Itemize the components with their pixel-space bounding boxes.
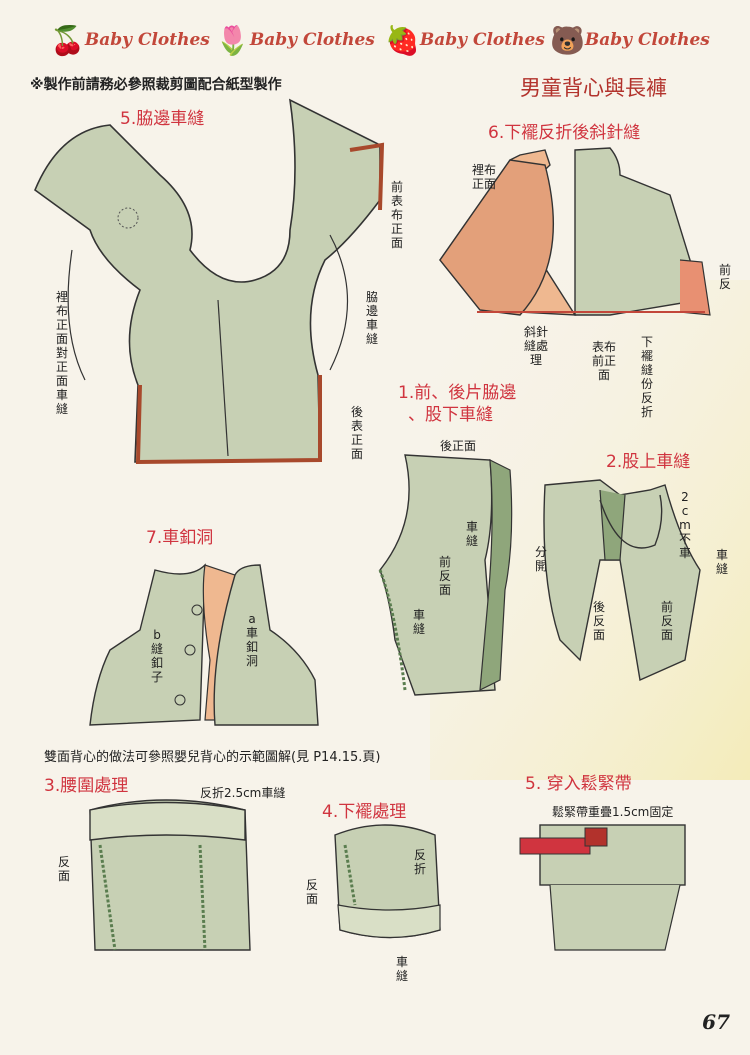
pants-step3-label-reverse: 反面 bbox=[57, 855, 70, 883]
footer-note: 雙面背心的做法可參照嬰兒背心的示範圖解(見 P14.15.頁) bbox=[44, 750, 381, 765]
bear-icon: 🐻 bbox=[550, 23, 585, 57]
banner-text: Baby Clothes bbox=[419, 30, 545, 50]
banner-text: Baby Clothes bbox=[249, 30, 375, 50]
step6-label-lining: 裡布正面 bbox=[471, 163, 496, 191]
step7-label-buttonhole: a車釦洞 bbox=[245, 612, 258, 668]
pants-step2-label-split: 分開 bbox=[534, 545, 547, 573]
step5-label-back: 後表正面 bbox=[350, 405, 363, 461]
figure-step5-vest bbox=[34, 98, 385, 465]
pants-step4-label-fold: 反折 bbox=[413, 848, 426, 876]
banner-item-4: 🐻 Baby Clothes bbox=[550, 16, 710, 64]
figure-step3-waist bbox=[89, 799, 251, 951]
step6-title: 6.下襬反折後斜針縫 bbox=[488, 123, 641, 143]
banner-text: Baby Clothes bbox=[84, 30, 210, 50]
page-title: 男童背心與長褲 bbox=[520, 76, 667, 100]
step5-label-front: 前表布正面 bbox=[390, 180, 403, 250]
step6-label-front-reverse: 前反 bbox=[718, 263, 731, 291]
figure-pants-step1 bbox=[378, 454, 513, 696]
banner-item-2: 🌷 Baby Clothes bbox=[215, 16, 375, 64]
pants-step4-label-sew: 車縫 bbox=[395, 955, 408, 983]
figure-step7-vest bbox=[89, 563, 319, 726]
banner-item-3: 🍓 Baby Clothes bbox=[385, 16, 545, 64]
step6-label-hem: 下襬縫份反折 bbox=[640, 335, 653, 419]
figure-step6-vest bbox=[439, 147, 711, 316]
step5-title: 5.脇邊車縫 bbox=[120, 109, 205, 129]
pants-step2-label-front: 前反面 bbox=[660, 600, 673, 642]
figure-step5-elastic bbox=[519, 824, 686, 951]
pants-step1-label-back: 後正面 bbox=[440, 439, 477, 453]
step7-title: 7.車釦洞 bbox=[146, 528, 214, 548]
pants-step3-label-fold: 反折2.5cm車縫 bbox=[200, 786, 286, 800]
pants-step5-label-elastic: 鬆緊帶重疊1.5cm固定 bbox=[552, 805, 674, 819]
pants-step1-label-front: 前反面 bbox=[438, 555, 451, 597]
instruction-note: ※製作前請務必參照裁剪圖配合紙型製作 bbox=[30, 77, 282, 93]
pants-step2-label-back: 後反面 bbox=[592, 600, 605, 642]
pants-step1-label-sew-2: 車縫 bbox=[412, 608, 425, 636]
banner-text: Baby Clothes bbox=[584, 30, 710, 50]
cherry-icon: 🍒 bbox=[50, 23, 85, 57]
tulip-icon: 🌷 bbox=[215, 23, 250, 57]
pants-step2-label-2cm: 2cm不車 bbox=[678, 490, 691, 560]
pants-step4-label-reverse: 反面 bbox=[305, 878, 318, 906]
step6-label-outer: 表布前正面 bbox=[591, 340, 616, 382]
page-number: 67 bbox=[702, 1010, 730, 1034]
banner-item-1: 🍒 Baby Clothes bbox=[50, 16, 210, 64]
pants-step2-label-sew: 車縫 bbox=[715, 548, 728, 576]
pants-step5-title: 5. 穿入鬆緊帶 bbox=[525, 774, 632, 794]
pants-step1-label-sew-1: 車縫 bbox=[465, 520, 478, 548]
pants-step3-title: 3.腰圍處理 bbox=[44, 776, 129, 796]
pants-step1-title-b: 、股下車縫 bbox=[408, 405, 493, 425]
pants-step1-title-a: 1.前、後片脇邊 bbox=[398, 383, 517, 403]
step5-label-lining: 裡布正面對正面車縫 bbox=[55, 290, 68, 416]
pants-step4-title: 4.下襬處理 bbox=[322, 802, 407, 822]
step6-label-slipstitch: 斜針縫處理 bbox=[523, 325, 548, 367]
step5-label-side: 脇邊車縫 bbox=[365, 290, 378, 346]
strawberry-icon: 🍓 bbox=[385, 23, 420, 57]
figure-step4-hem bbox=[334, 824, 441, 939]
pants-step2-title: 2.股上車縫 bbox=[606, 452, 691, 472]
step7-label-button: b縫釦子 bbox=[150, 628, 163, 684]
figure-pants-step2 bbox=[543, 479, 701, 682]
